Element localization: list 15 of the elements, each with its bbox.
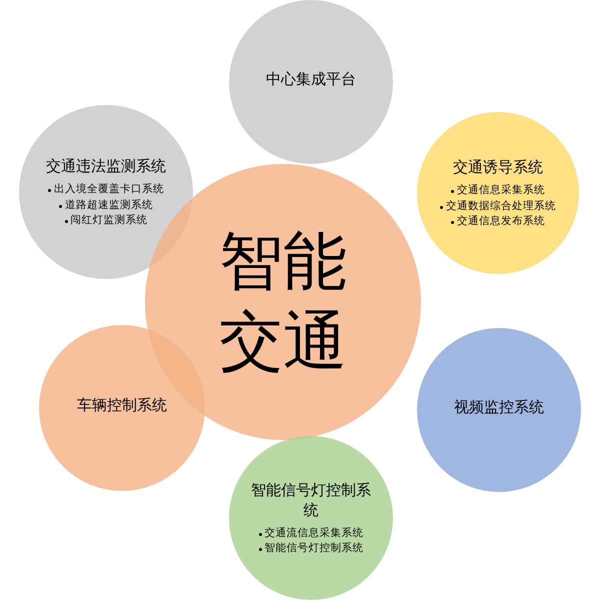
bullet-item: 交通信息采集系统 bbox=[451, 183, 545, 199]
bullet-item: 交通流信息采集系统 bbox=[258, 526, 364, 542]
circle-title: 车辆控制系统 bbox=[77, 394, 167, 416]
bullet-item: 交通信息发布系统 bbox=[451, 214, 545, 229]
circle-title: 中心集成平台 bbox=[266, 68, 356, 90]
bullet-item: 道路超速监测系统 bbox=[59, 198, 153, 213]
bullet-item: 智能信号灯控制系统 bbox=[258, 541, 364, 556]
circle-title: 视频监控系统 bbox=[454, 396, 544, 418]
circle-title: 智能交通 bbox=[218, 224, 348, 381]
circle-title: 智能信号灯控制系统 bbox=[250, 480, 372, 520]
bullet-item: 交通数据综合处理系统 bbox=[440, 198, 556, 214]
bullet-item: 出入境全覆盖卡口系统 bbox=[48, 182, 164, 198]
circle-title: 交通诱导系统 bbox=[453, 157, 543, 178]
bullet-item: 闯红灯监测系统 bbox=[64, 212, 148, 228]
circle-title: 交通违法监测系统 bbox=[46, 156, 166, 176]
